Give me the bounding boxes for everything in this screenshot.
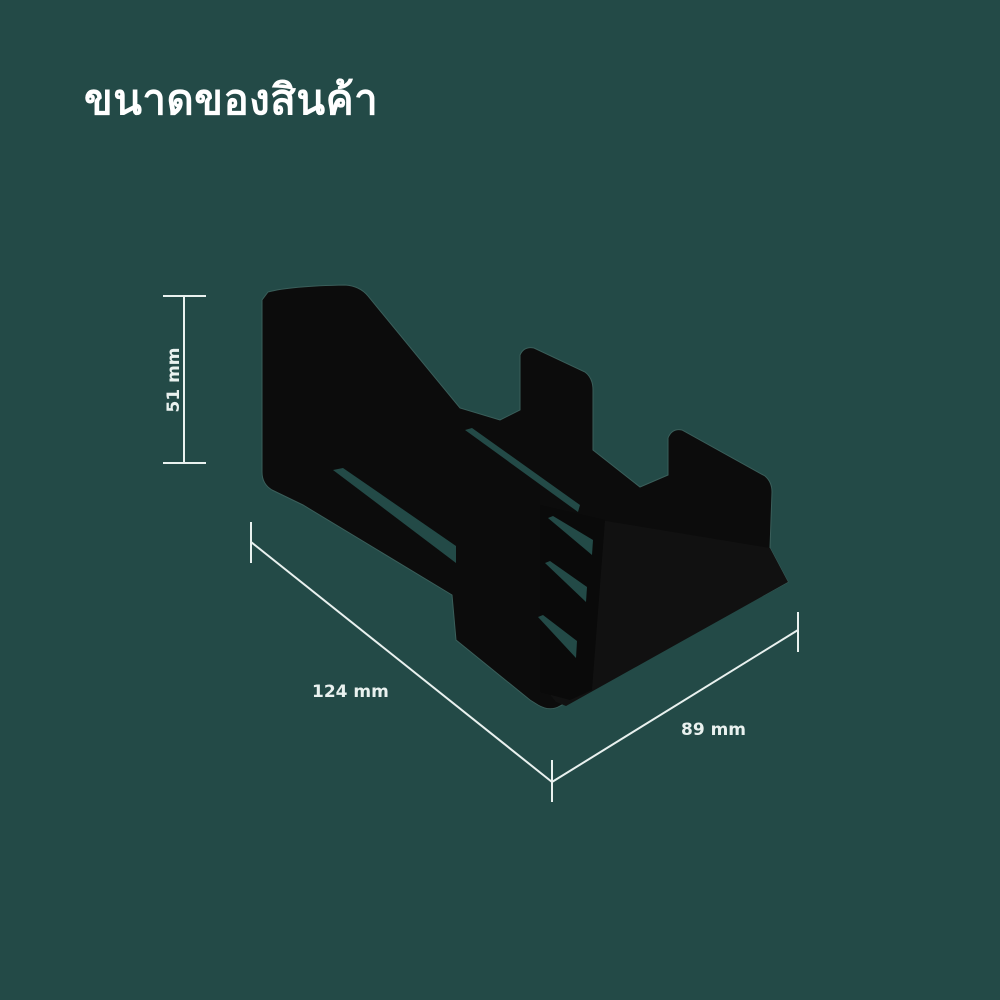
- length-dimension-line: [250, 541, 553, 783]
- width-label: 89 mm: [681, 720, 747, 740]
- length-label: 124 mm: [312, 682, 389, 702]
- dimension-lines: [163, 295, 799, 802]
- width-dimension-line: [551, 629, 799, 783]
- height-label: 51 mm: [164, 347, 184, 413]
- product-stand-icon: [261, 284, 789, 710]
- page-title: ขนาดของสินค้า: [84, 75, 379, 124]
- slot-cutouts: [333, 428, 593, 658]
